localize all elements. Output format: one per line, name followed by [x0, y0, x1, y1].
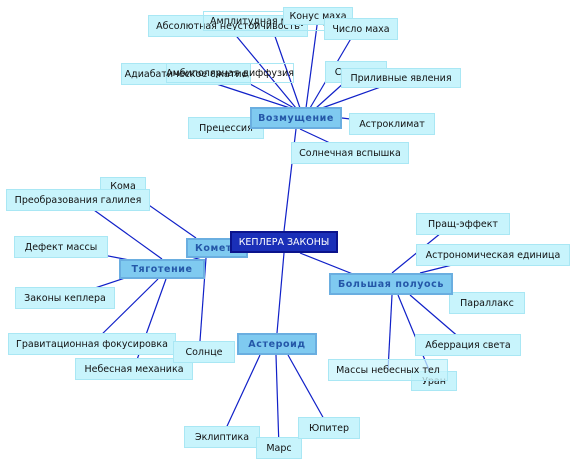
- connector-line: [305, 17, 319, 109]
- node-ecliptic[interactable]: Эклиптика: [184, 426, 260, 448]
- node-mars[interactable]: Марс: [256, 437, 302, 459]
- node-absolute-instability[interactable]: Абсолютная неустойчивость: [148, 15, 308, 37]
- node-mach-number[interactable]: Число маха: [324, 18, 398, 40]
- node-kepler-laws[interactable]: Законы кеплера: [15, 287, 115, 309]
- node-jupiter[interactable]: Юпитер: [298, 417, 360, 439]
- node-aberration[interactable]: Аберрация света: [415, 334, 521, 356]
- node-ambipolar-diffusion[interactable]: Амбиполярная диффузия: [166, 63, 294, 83]
- category-poluos[interactable]: Большая полуось: [329, 273, 453, 295]
- node-mass-defect[interactable]: Дефект массы: [14, 236, 108, 258]
- connector-line: [276, 252, 285, 334]
- node-sun[interactable]: Солнце: [173, 341, 235, 363]
- node-celestial-masses[interactable]: Массы небесных тел: [328, 359, 448, 381]
- category-vozmushchenie[interactable]: Возмущение: [250, 107, 342, 129]
- node-solar-flare[interactable]: Солнечная вспышка: [291, 142, 409, 164]
- node-galilean-transform[interactable]: Преобразования галилея: [6, 189, 150, 211]
- category-asteroid[interactable]: Астероид: [237, 333, 317, 355]
- center-topic[interactable]: КЕПЛЕРА ЗАКОНЫ: [230, 231, 338, 253]
- connector-line: [287, 354, 330, 429]
- node-astronomical-unit[interactable]: Астрономическая единица: [416, 244, 570, 266]
- connector-line: [199, 257, 207, 342]
- node-celestial-mechanics[interactable]: Небесная механика: [75, 358, 193, 380]
- connector-line: [221, 354, 261, 438]
- node-parallax[interactable]: Параллакс: [449, 292, 525, 314]
- connector-line: [275, 354, 280, 449]
- connector-line: [227, 25, 297, 109]
- node-gravitational-lensing[interactable]: Гравитационная фокусировка: [8, 333, 176, 355]
- node-sling-effect[interactable]: Пращ-эффект: [416, 213, 510, 235]
- node-astroclimate[interactable]: Астроклимат: [349, 113, 435, 135]
- node-tidal-phenomena[interactable]: Приливные явления: [341, 68, 461, 88]
- connector-line: [387, 294, 393, 371]
- category-tyagotenie[interactable]: Тяготение: [119, 259, 205, 279]
